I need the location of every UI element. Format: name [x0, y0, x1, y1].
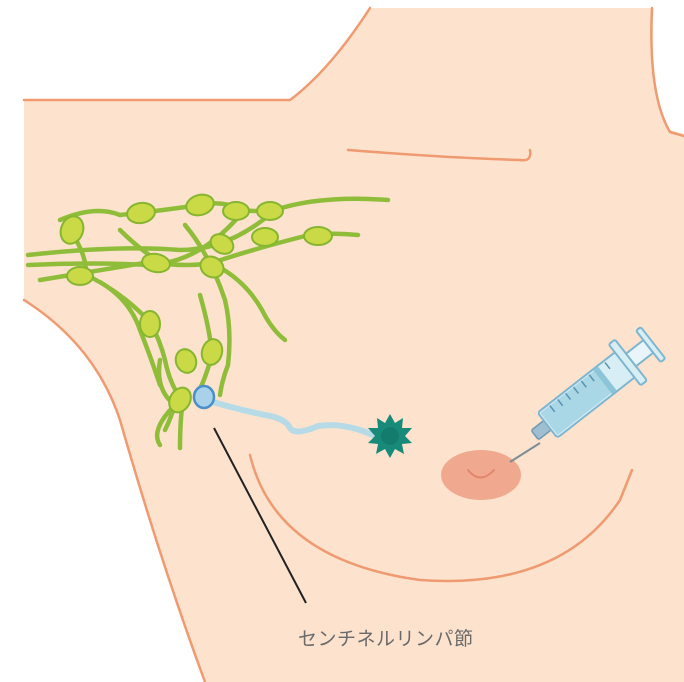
lymph-node	[257, 202, 283, 220]
lymph-node	[223, 202, 249, 220]
body-skin	[24, 8, 684, 682]
lymph-node	[252, 228, 278, 246]
sentinel-lymph-node	[194, 386, 214, 408]
lymph-node	[304, 227, 332, 245]
lymph-node	[140, 311, 160, 337]
lymph-node	[67, 267, 93, 285]
sentinel-node-label: センチネルリンパ節	[298, 624, 474, 651]
areola	[441, 450, 521, 500]
